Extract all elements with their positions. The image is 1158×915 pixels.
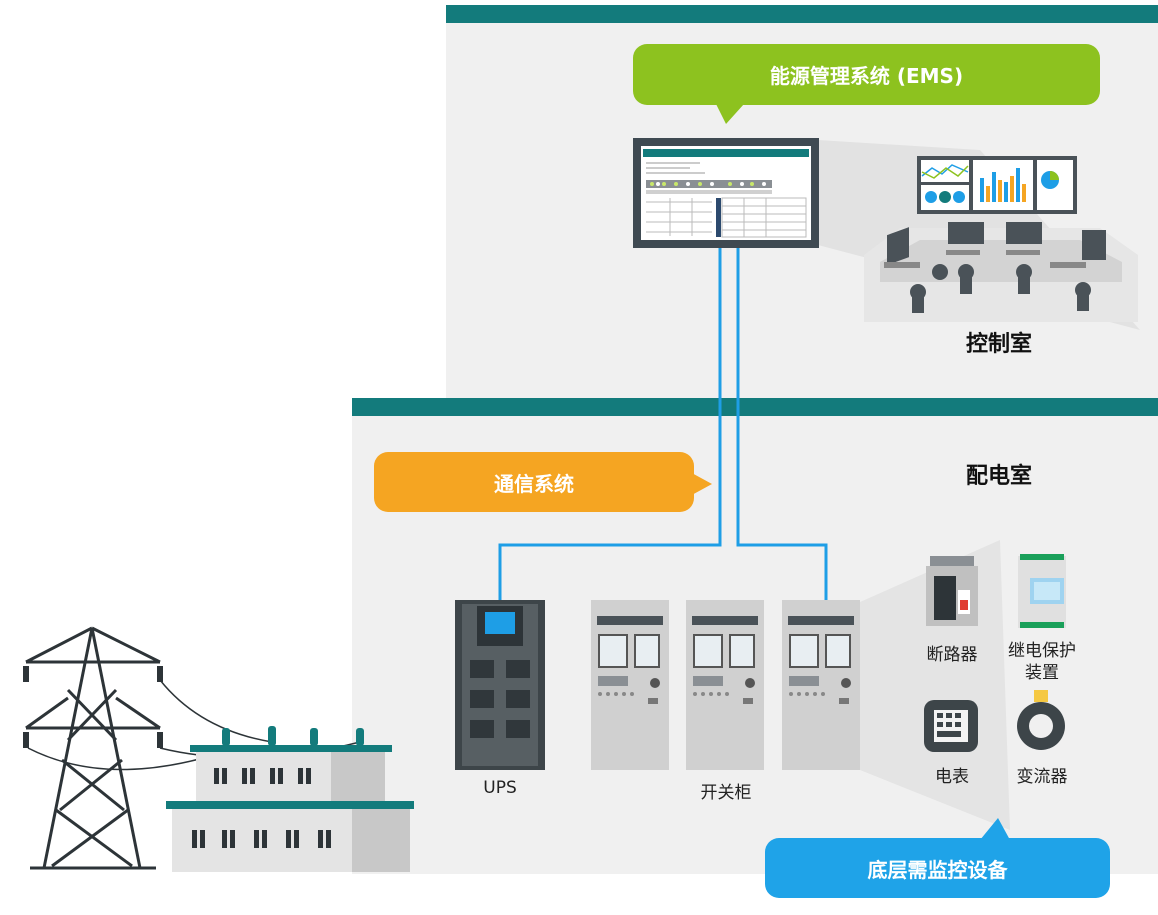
relay-protection-label-line2: 装置 — [1025, 663, 1059, 683]
ups-label: UPS — [483, 778, 517, 798]
switchgear-cabinets — [591, 600, 860, 770]
ems-label: 能源管理系统 (EMS) — [769, 64, 964, 88]
control-room-title: 控制室 — [966, 332, 1033, 357]
distribution-room-band — [352, 398, 1158, 416]
ups-cabinet — [455, 600, 545, 770]
current-transformer-icon — [1017, 690, 1065, 750]
distribution-room-title: 配电室 — [966, 464, 1033, 489]
field-devices-label: 底层需监控设备 — [867, 857, 1008, 882]
control-room-band — [446, 5, 1158, 23]
comm-system-callout: 通信系统 — [374, 452, 694, 512]
comm-callout-pointer — [690, 472, 712, 496]
transmission-tower — [25, 626, 161, 870]
relay-protection-label: 继电保护 装置 — [1000, 640, 1084, 684]
breaker-label: 断路器 — [926, 645, 978, 665]
communication-lines — [498, 246, 828, 600]
meter-icon — [924, 700, 978, 752]
ems-callout-pointer — [716, 104, 744, 124]
switchgear-label: 开关柜 — [700, 783, 752, 803]
control-room-illustration — [864, 156, 1138, 322]
tower-insulators — [23, 666, 163, 748]
breaker-icon — [926, 556, 978, 626]
current-transformer-label: 变流器 — [1016, 767, 1068, 787]
comm-system-label: 通信系统 — [494, 471, 574, 496]
relay-protection-label-line1: 继电保护 — [1008, 641, 1076, 661]
ems-callout: 能源管理系统 (EMS) — [633, 44, 1100, 105]
devices-callout-pointer — [980, 818, 1010, 840]
ems-monitor — [633, 138, 819, 248]
substation-building — [166, 726, 414, 872]
field-devices-callout: 底层需监控设备 — [765, 838, 1110, 898]
relay-protection-icon — [1018, 554, 1066, 628]
meter-label: 电表 — [935, 767, 969, 787]
